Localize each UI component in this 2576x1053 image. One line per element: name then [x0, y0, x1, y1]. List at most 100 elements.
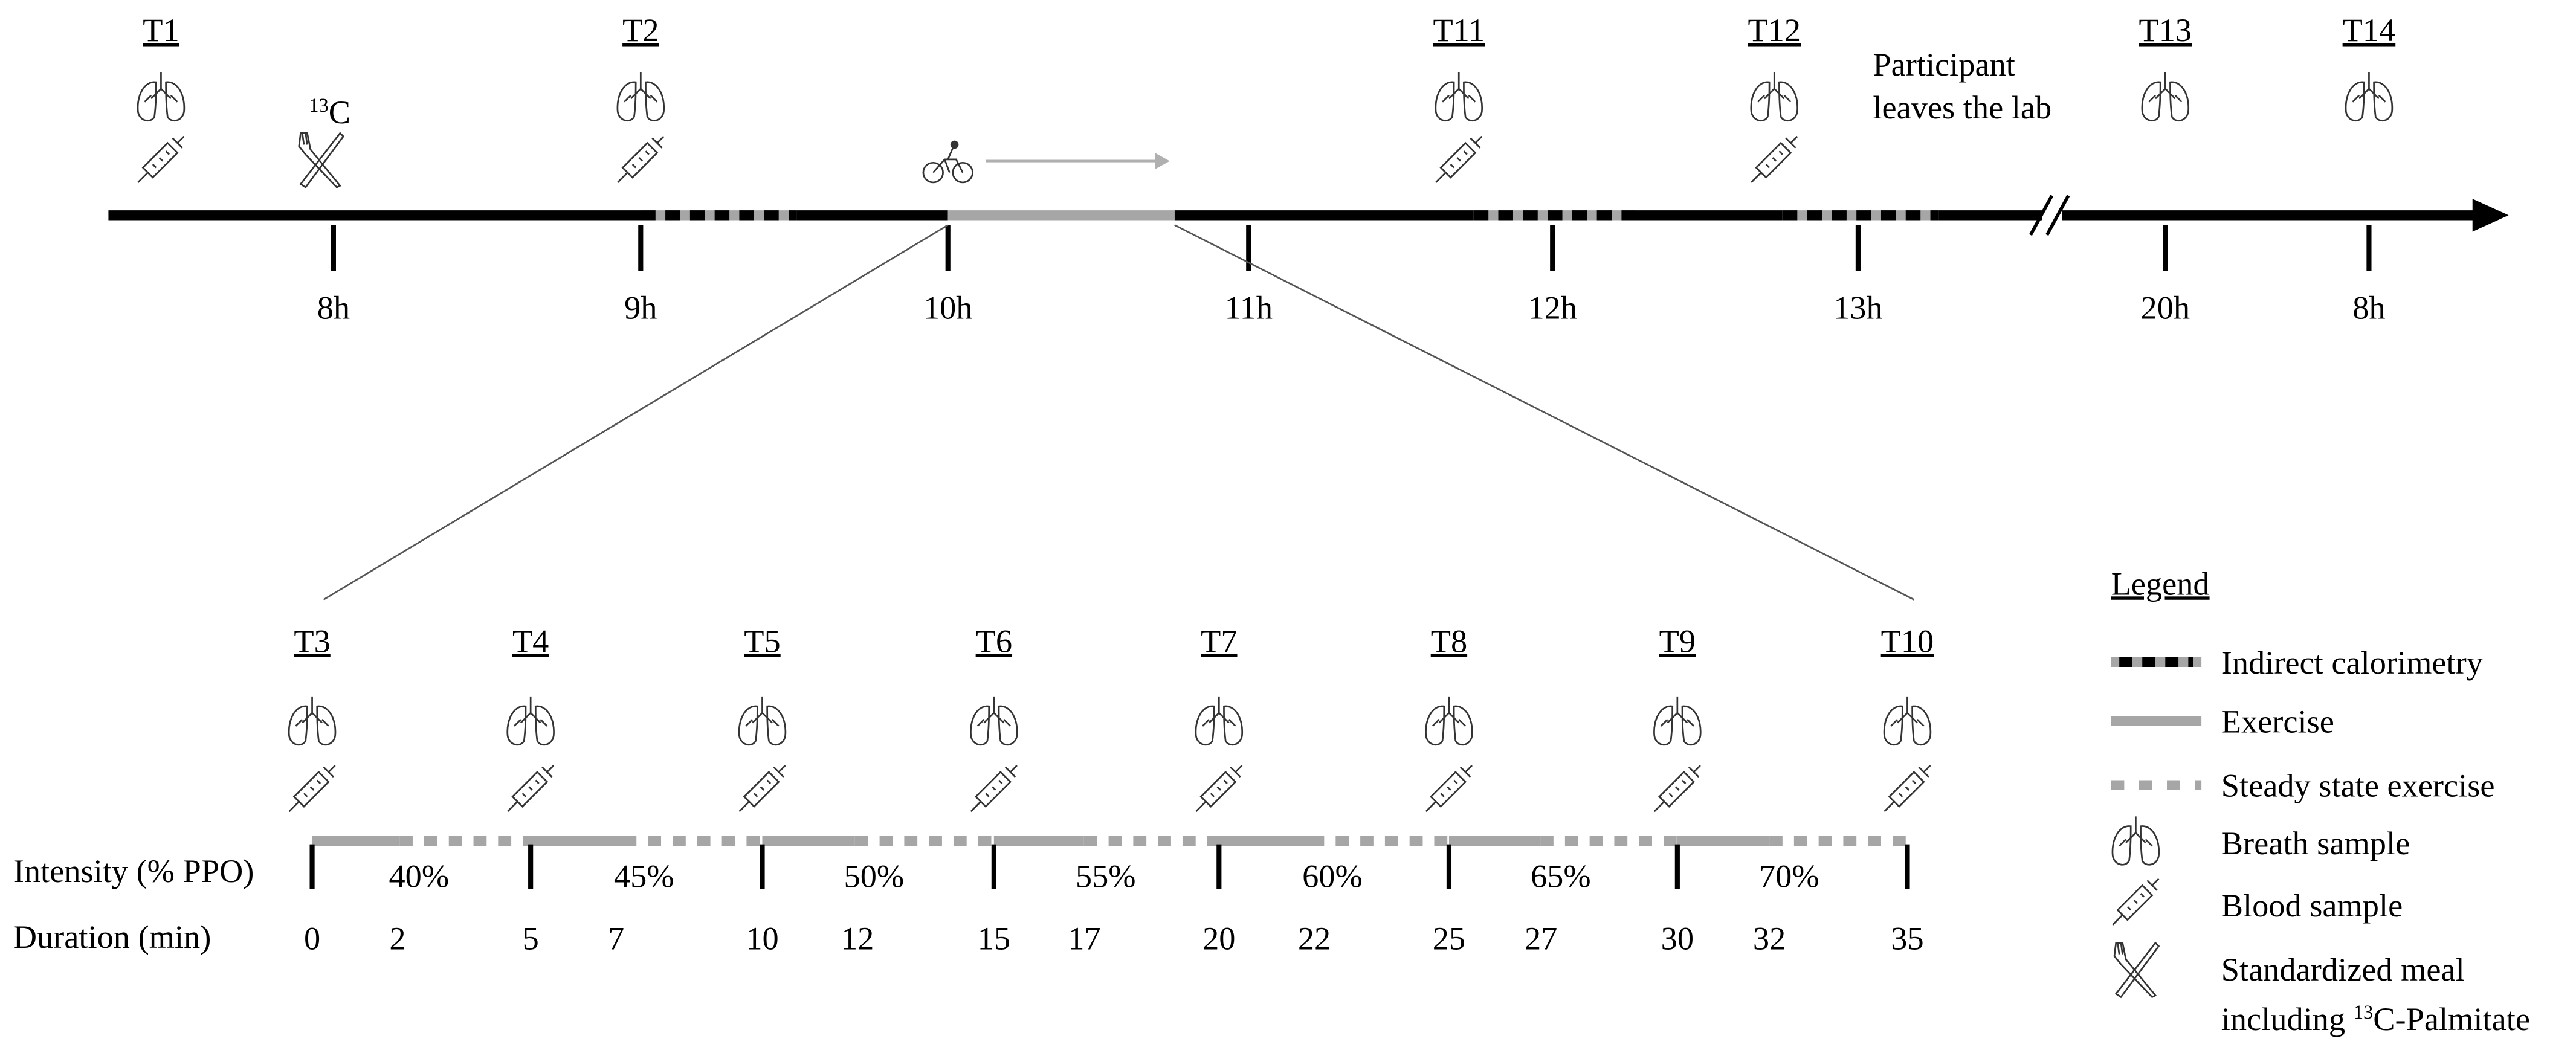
- time-label: 11h: [1224, 290, 1273, 326]
- lungs-icon: [2111, 816, 2160, 866]
- timepoint-label: T5: [744, 623, 780, 659]
- intensity-label: 50%: [844, 858, 905, 894]
- duration-label: 17: [1068, 921, 1100, 957]
- lungs-icon: [616, 71, 665, 122]
- syringe-icon: [2111, 878, 2160, 926]
- syringe-icon: [1195, 764, 1243, 813]
- timepoint-label: T11: [1433, 12, 1485, 48]
- duration-label: 35: [1891, 921, 1923, 957]
- time-label: 8h: [2352, 290, 2385, 326]
- duration-label: 20: [1202, 921, 1235, 957]
- legend-label: Exercise: [2221, 704, 2334, 740]
- lungs-icon: [1435, 71, 1483, 122]
- duration-label: 5: [523, 921, 539, 957]
- lungs-icon: [738, 695, 787, 746]
- duration-label: 25: [1433, 921, 1465, 957]
- timepoint-label: T13: [2139, 12, 2192, 48]
- duration-label: 22: [1298, 921, 1331, 957]
- time-label: 13h: [1833, 290, 1883, 326]
- timepoint-label: T2: [622, 12, 659, 48]
- duration-label: 0: [304, 921, 320, 957]
- time-label: 12h: [1528, 290, 1577, 326]
- intensity-label: 60%: [1302, 858, 1363, 894]
- zoom-line-right: [1174, 224, 1914, 601]
- timepoint-label: T1: [143, 12, 179, 48]
- timepoint-label: T8: [1431, 623, 1467, 659]
- exercise-timeline: T3 T4 T5 T6 T7 T8 T9 T10 40% 45% 50% 55% 60% 65% 70% 0 2…: [13, 623, 1934, 956]
- intensity-label: 40%: [389, 858, 449, 894]
- duration-label: 7: [608, 921, 624, 957]
- lungs-icon: [1195, 695, 1244, 746]
- timepoint-label: T4: [512, 623, 549, 659]
- syringe-icon: [1425, 764, 1473, 813]
- syringe-icon: [1750, 135, 1798, 184]
- time-label: 8h: [317, 290, 350, 326]
- timepoint-label: T9: [1659, 623, 1696, 659]
- lungs-icon: [970, 695, 1018, 746]
- lungs-icon: [506, 695, 555, 746]
- fork-knife-icon: [2113, 942, 2160, 998]
- legend-title: Legend: [2111, 565, 2210, 602]
- syringe-icon: [738, 764, 786, 813]
- superscript: 13: [309, 95, 329, 117]
- time-label: 20h: [2141, 290, 2190, 326]
- participant-leaves-note: leaves the lab: [1873, 89, 2051, 126]
- duration-label: 10: [746, 921, 778, 957]
- duration-label: 12: [841, 921, 874, 957]
- syringe-icon: [506, 764, 555, 813]
- participant-leaves-note: Participant: [1873, 47, 2015, 83]
- syringe-icon: [137, 135, 185, 184]
- text: including: [2221, 1001, 2354, 1037]
- legend-label: Standardized meal: [2221, 952, 2465, 988]
- legend-label: Indirect calorimetry: [2221, 645, 2483, 681]
- text: C-Palmitate: [2373, 1001, 2530, 1037]
- lungs-icon: [1425, 695, 1473, 746]
- duration-label: 2: [389, 921, 405, 957]
- lungs-icon: [2345, 71, 2394, 122]
- intensity-label: 55%: [1076, 858, 1136, 894]
- duration-label: 27: [1525, 921, 1557, 957]
- timepoint-label: T3: [294, 623, 330, 659]
- timepoint-label: T10: [1881, 623, 1934, 659]
- lungs-icon: [1750, 71, 1799, 122]
- timepoint-label: T6: [976, 623, 1012, 659]
- fork-knife-icon: [298, 132, 344, 188]
- intensity-label: 70%: [1759, 858, 1819, 894]
- time-label: 10h: [923, 290, 973, 326]
- superscript: 13: [2354, 1002, 2374, 1023]
- exercise-arrow-head: [1155, 152, 1170, 170]
- timepoint-label: T12: [1748, 12, 1801, 48]
- arrow-head: [2472, 199, 2509, 232]
- lungs-icon: [1883, 695, 1932, 746]
- duration-row-label: Duration (min): [13, 919, 211, 955]
- lungs-icon: [288, 695, 337, 746]
- intensity-label: 45%: [614, 858, 674, 894]
- syringe-icon: [970, 764, 1018, 813]
- lungs-icon: [137, 71, 186, 122]
- syringe-icon: [1884, 764, 1931, 813]
- lungs-icon: [2141, 71, 2190, 122]
- syringe-icon: [288, 764, 336, 813]
- lungs-icon: [1653, 695, 1702, 746]
- legend-label: Steady state exercise: [2221, 768, 2495, 804]
- intensity-label: 65%: [1531, 858, 1591, 894]
- duration-label: 30: [1661, 921, 1694, 957]
- axis-break-icon: [2029, 195, 2070, 236]
- zoom-line-left: [323, 224, 949, 601]
- bike-icon: [922, 140, 973, 184]
- legend-label-meal-line2: including 13C-Palmitate: [2221, 1001, 2530, 1037]
- legend-label: Blood sample: [2221, 887, 2403, 924]
- time-label: 9h: [624, 290, 657, 326]
- syringe-icon: [1435, 135, 1483, 184]
- duration-label: 32: [1753, 921, 1786, 957]
- duration-label: 15: [978, 921, 1010, 957]
- legend-label: Breath sample: [2221, 825, 2410, 861]
- intensity-row-label: Intensity (% PPO): [13, 853, 254, 889]
- syringe-icon: [616, 135, 665, 184]
- isotope-letter: C: [329, 94, 350, 130]
- meal-isotope-label: 13C: [309, 94, 350, 130]
- timepoint-label: T7: [1201, 623, 1237, 659]
